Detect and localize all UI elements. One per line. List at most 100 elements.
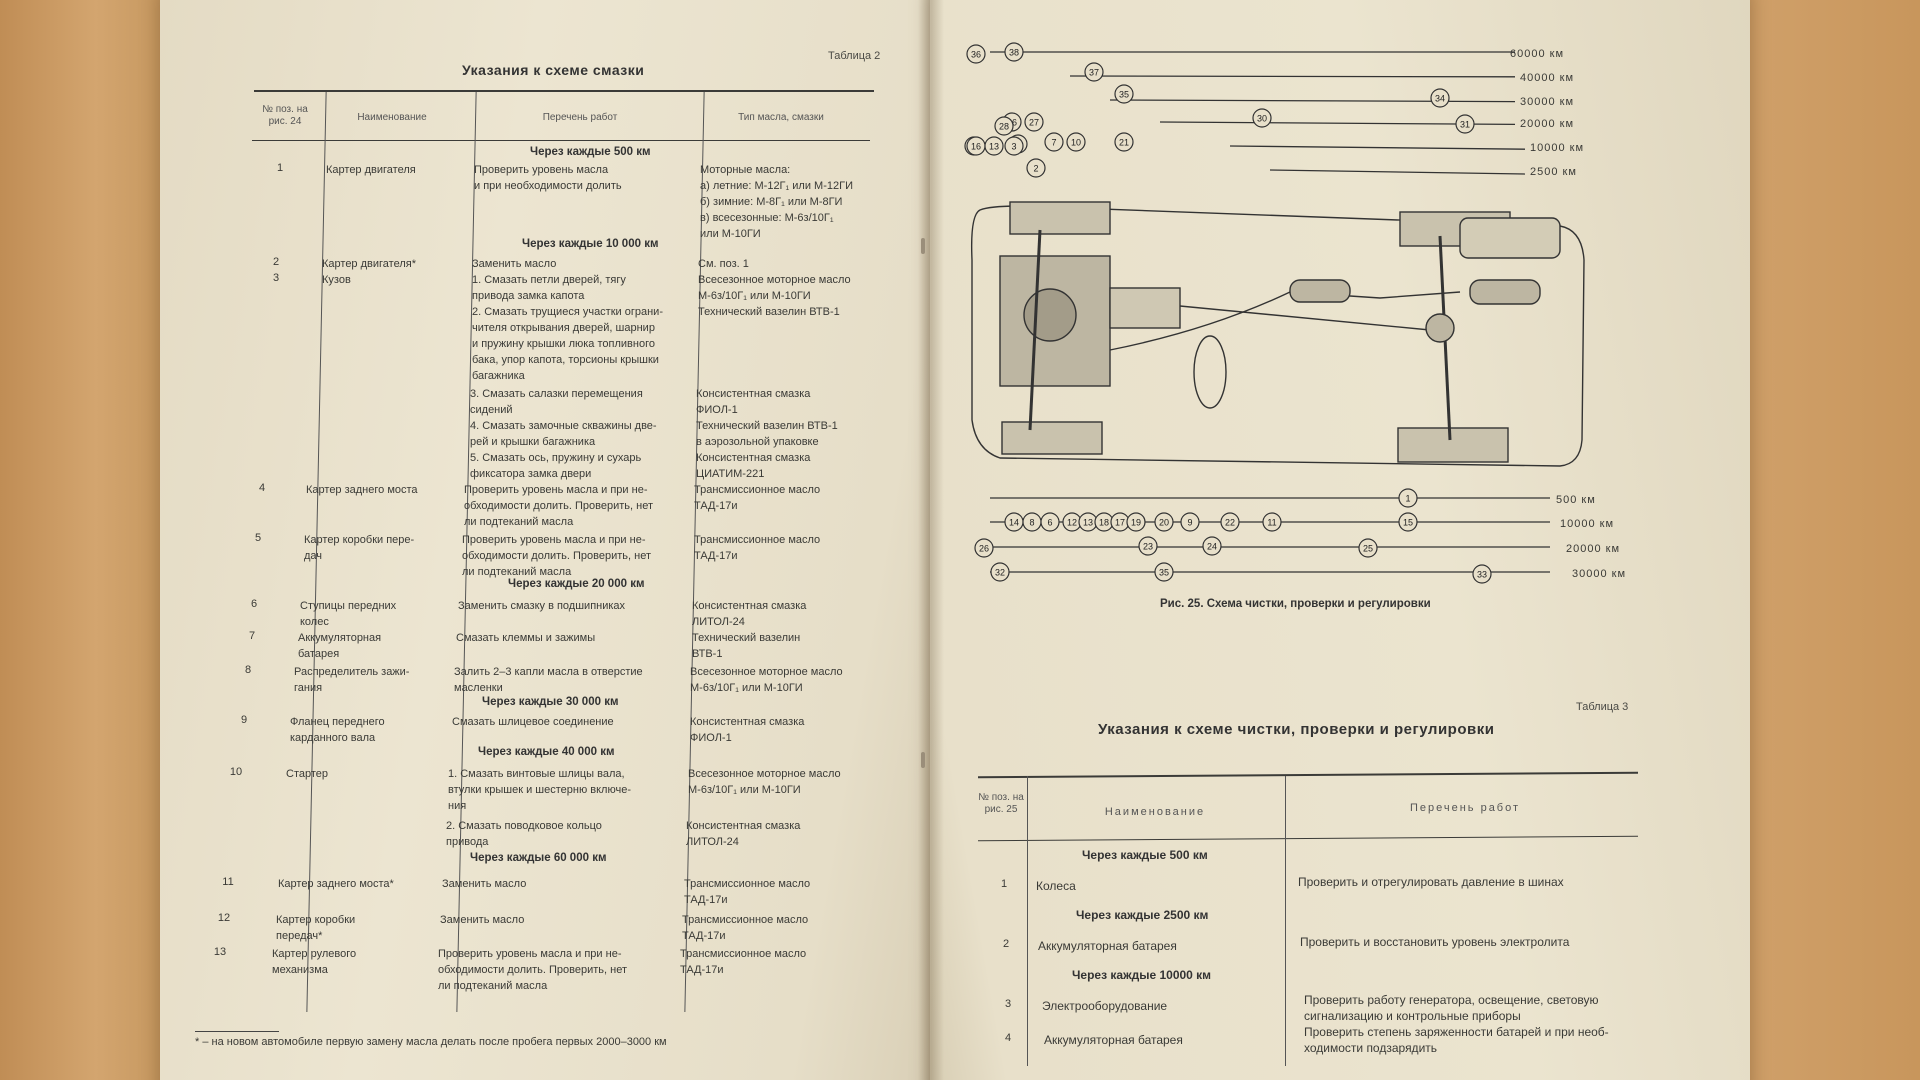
leader-line bbox=[1229, 145, 1526, 150]
svg-text:17: 17 bbox=[1115, 518, 1125, 528]
row-oil: М-6з/10Г₁ или М-10ГИ bbox=[688, 784, 801, 796]
right-page bbox=[930, 0, 1750, 1080]
table-number: Таблица 3 bbox=[1576, 701, 1629, 713]
row-work: ния bbox=[448, 800, 467, 812]
svg-text:36: 36 bbox=[971, 50, 981, 60]
callout-marker: 25 bbox=[1358, 538, 1378, 558]
callout-marker: 13 bbox=[984, 136, 1004, 156]
callout-marker: 19 bbox=[1126, 512, 1146, 532]
interval-label: 10000 км bbox=[1530, 142, 1585, 154]
row-number: 9 bbox=[240, 714, 248, 726]
row-oil: ТАД-17и bbox=[682, 930, 726, 942]
svg-text:28: 28 bbox=[999, 122, 1009, 132]
svg-text:16: 16 bbox=[971, 142, 981, 152]
column-divider bbox=[1285, 776, 1286, 1066]
interval-heading: Через каждые 20 000 км bbox=[508, 578, 645, 590]
row-number: 11 bbox=[222, 876, 234, 888]
interval-heading: Через каждые 60 000 км bbox=[470, 852, 607, 864]
row-oil: Трансмиссионное масло bbox=[694, 484, 821, 496]
svg-text:32: 32 bbox=[995, 568, 1005, 578]
row-name: Аккумуляторная батарея bbox=[1038, 939, 1177, 953]
callout-marker: 1 bbox=[1398, 488, 1418, 508]
row-work: привода замка капота bbox=[472, 290, 585, 302]
row-name: батарея bbox=[298, 648, 340, 660]
svg-text:31: 31 bbox=[1460, 120, 1470, 130]
row-work: Смазать клеммы и зажимы bbox=[456, 632, 596, 644]
row-oil: М-6з/10Г₁ или М-10ГИ bbox=[690, 682, 803, 694]
row-work: сидений bbox=[470, 404, 513, 416]
column-header: Перечень работ bbox=[542, 112, 618, 123]
row-work: обходимости долить. Проверить, нет bbox=[438, 964, 628, 976]
row-work: 1. Смазать петли дверей, тягу bbox=[472, 274, 626, 286]
row-number: 3 bbox=[1004, 998, 1012, 1010]
row-name: Фланец переднего bbox=[290, 716, 385, 728]
row-oil: ТАД-17и bbox=[684, 894, 728, 906]
table-top-rule bbox=[254, 90, 874, 92]
svg-text:33: 33 bbox=[1477, 570, 1487, 580]
interval-heading: Через каждые 10000 км bbox=[1072, 968, 1212, 982]
interval-label: 2500 км bbox=[1530, 166, 1577, 178]
callout-marker: 35 bbox=[1154, 562, 1174, 582]
row-name: гания bbox=[294, 682, 323, 694]
row-oil: Трансмиссионное масло bbox=[680, 948, 807, 960]
svg-text:9: 9 bbox=[1187, 518, 1192, 528]
callout-marker: 36 bbox=[966, 44, 986, 64]
staple bbox=[921, 752, 925, 768]
row-work: масленки bbox=[454, 682, 503, 694]
svg-text:11: 11 bbox=[1267, 518, 1276, 528]
table-number: Таблица 2 bbox=[828, 50, 881, 62]
row-work: рей и крышки багажника bbox=[470, 436, 596, 448]
column-header: № поз. на рис. 24 bbox=[262, 104, 308, 127]
svg-text:38: 38 bbox=[1009, 48, 1019, 58]
svg-text:3: 3 bbox=[1011, 142, 1016, 152]
row-work: Проверить работу генератора, освещение, … bbox=[1304, 993, 1599, 1007]
row-name: Ступицы передних bbox=[300, 600, 397, 612]
row-work: Проверить уровень масла и при не- bbox=[462, 534, 646, 546]
row-work: обходимости долить. Проверить, нет bbox=[462, 550, 652, 562]
row-oil: Трансмиссионное масло bbox=[682, 914, 809, 926]
interval-heading: Через каждые 30 000 км bbox=[482, 696, 619, 708]
row-oil: Технический вазелин ВТВ-1 bbox=[698, 306, 840, 318]
callout-marker: 26 bbox=[974, 538, 994, 558]
svg-text:20: 20 bbox=[1159, 518, 1169, 528]
row-work: ли подтеканий масла bbox=[462, 566, 572, 578]
page-title: Указания к схеме смазки bbox=[462, 62, 645, 78]
figure-caption: Рис. 25. Схема чистки, проверки и регули… bbox=[1160, 598, 1431, 610]
row-work: привода bbox=[446, 836, 489, 848]
row-oil: в) всесезонные: М-6з/10Г₁ bbox=[700, 212, 834, 224]
row-name: Картер заднего моста bbox=[306, 484, 418, 496]
callout-marker: 15 bbox=[1398, 512, 1418, 532]
interval-label: 20000 км bbox=[1520, 118, 1575, 130]
staple bbox=[921, 238, 925, 254]
footnote: * – на новом автомобиле первую замену ма… bbox=[195, 1036, 667, 1048]
interval-label: 30000 км bbox=[1520, 96, 1575, 108]
row-number: 4 bbox=[258, 482, 266, 494]
callout-marker: 9 bbox=[1180, 512, 1200, 532]
callout-marker: 38 bbox=[1004, 42, 1024, 62]
row-oil: ФИОЛ-1 bbox=[690, 732, 732, 744]
interval-heading: Через каждые 500 км bbox=[1082, 848, 1208, 862]
callout-marker: 6 bbox=[1040, 512, 1060, 532]
row-name: Электрооборудование bbox=[1042, 999, 1168, 1013]
row-name: Кузов bbox=[322, 274, 351, 286]
svg-text:13: 13 bbox=[989, 142, 999, 152]
svg-text:25: 25 bbox=[1363, 544, 1373, 554]
callout-marker: 7 bbox=[1044, 132, 1064, 152]
row-work: 2. Смазать поводковое кольцо bbox=[446, 820, 602, 832]
callout-marker: 30 bbox=[1252, 108, 1272, 128]
chassis-diagram bbox=[970, 201, 1585, 467]
row-work: ли подтеканий масла bbox=[438, 980, 548, 992]
row-name: Картер двигателя bbox=[326, 164, 416, 176]
row-work: 1. Смазать винтовые шлицы вала, bbox=[448, 768, 625, 780]
row-name: Картер рулевого bbox=[272, 948, 357, 960]
row-oil: Трансмиссионное масло bbox=[694, 534, 821, 546]
row-number: 2 bbox=[1002, 938, 1010, 950]
svg-text:13: 13 bbox=[1083, 518, 1093, 528]
callout-marker: 34 bbox=[1430, 88, 1450, 108]
row-work: 2. Смазать трущиеся участки ограни- bbox=[472, 306, 663, 318]
callout-marker: 2 bbox=[1026, 158, 1046, 178]
interval-label: 20000 км bbox=[1566, 543, 1621, 555]
row-number: 7 bbox=[248, 630, 256, 642]
interval-label: 60000 км bbox=[1510, 48, 1565, 60]
